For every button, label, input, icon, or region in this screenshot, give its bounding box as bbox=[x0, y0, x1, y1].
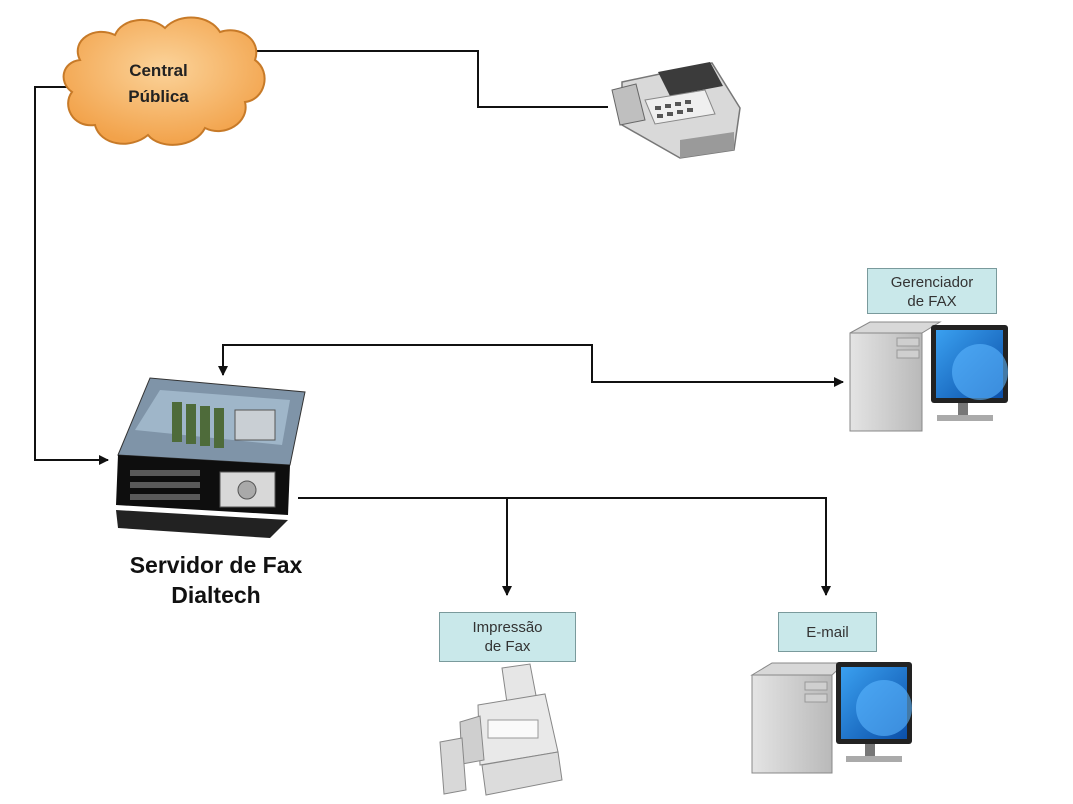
fax-machine-icon bbox=[611, 62, 741, 159]
servidor-line1: Servidor de Fax bbox=[129, 552, 303, 578]
email-label: E-mail bbox=[778, 612, 877, 652]
arrow-fax-to-central bbox=[246, 46, 608, 108]
central-publica-label: Central Pública bbox=[96, 58, 221, 110]
servidor-caption: Servidor de Fax Dialtech bbox=[96, 550, 336, 610]
central-line2: Pública bbox=[128, 87, 189, 106]
servidor-line2: Dialtech bbox=[171, 582, 261, 608]
email-computer-icon bbox=[750, 662, 912, 774]
impressao-line1: Impressão bbox=[472, 619, 543, 636]
fax-server-icon bbox=[116, 377, 306, 538]
arrow-central-to-server bbox=[34, 86, 109, 465]
arrow-manager-server bbox=[218, 344, 843, 383]
server-output-bus bbox=[298, 497, 831, 596]
connectors bbox=[34, 46, 844, 596]
impressao-line2: de Fax bbox=[484, 638, 531, 655]
gerenciador-fax-label: Gerenciador de FAX bbox=[867, 268, 997, 314]
cloud-central-publica bbox=[62, 16, 266, 146]
gerenciador-line1: Gerenciador bbox=[890, 274, 974, 291]
central-line1: Central bbox=[129, 61, 188, 80]
impressao-fax-label: Impressão de Fax bbox=[439, 612, 576, 662]
manager-computer-icon bbox=[849, 321, 1008, 432]
email-text: E-mail bbox=[806, 624, 849, 641]
printer-fax-icon bbox=[439, 663, 563, 796]
gerenciador-line2: de FAX bbox=[907, 293, 957, 310]
